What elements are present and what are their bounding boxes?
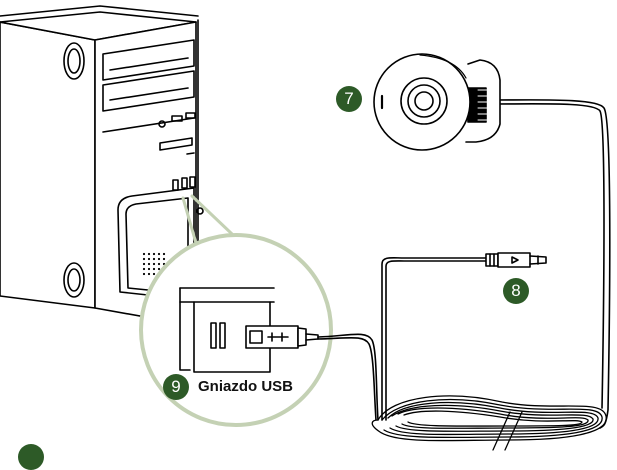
computer-tower xyxy=(0,5,204,331)
cable-coil xyxy=(371,395,607,451)
audio-cable xyxy=(381,252,547,421)
callout-7-badge: 7 xyxy=(336,86,362,112)
zoom-magnifier xyxy=(139,194,333,427)
callout-8-badge: 8 xyxy=(503,278,529,304)
diagram-artwork xyxy=(0,5,611,451)
usb-cable xyxy=(317,333,379,421)
webcam-cable xyxy=(491,99,611,429)
callout-9-label: Gniazdo USB xyxy=(198,378,294,395)
diagram: 7 8 9 Gniazdo USB xyxy=(0,5,611,470)
webcam xyxy=(373,53,501,151)
callout-9-badge: 9 xyxy=(163,374,189,400)
speaker-grille xyxy=(142,252,166,276)
partial-badge xyxy=(18,444,44,470)
